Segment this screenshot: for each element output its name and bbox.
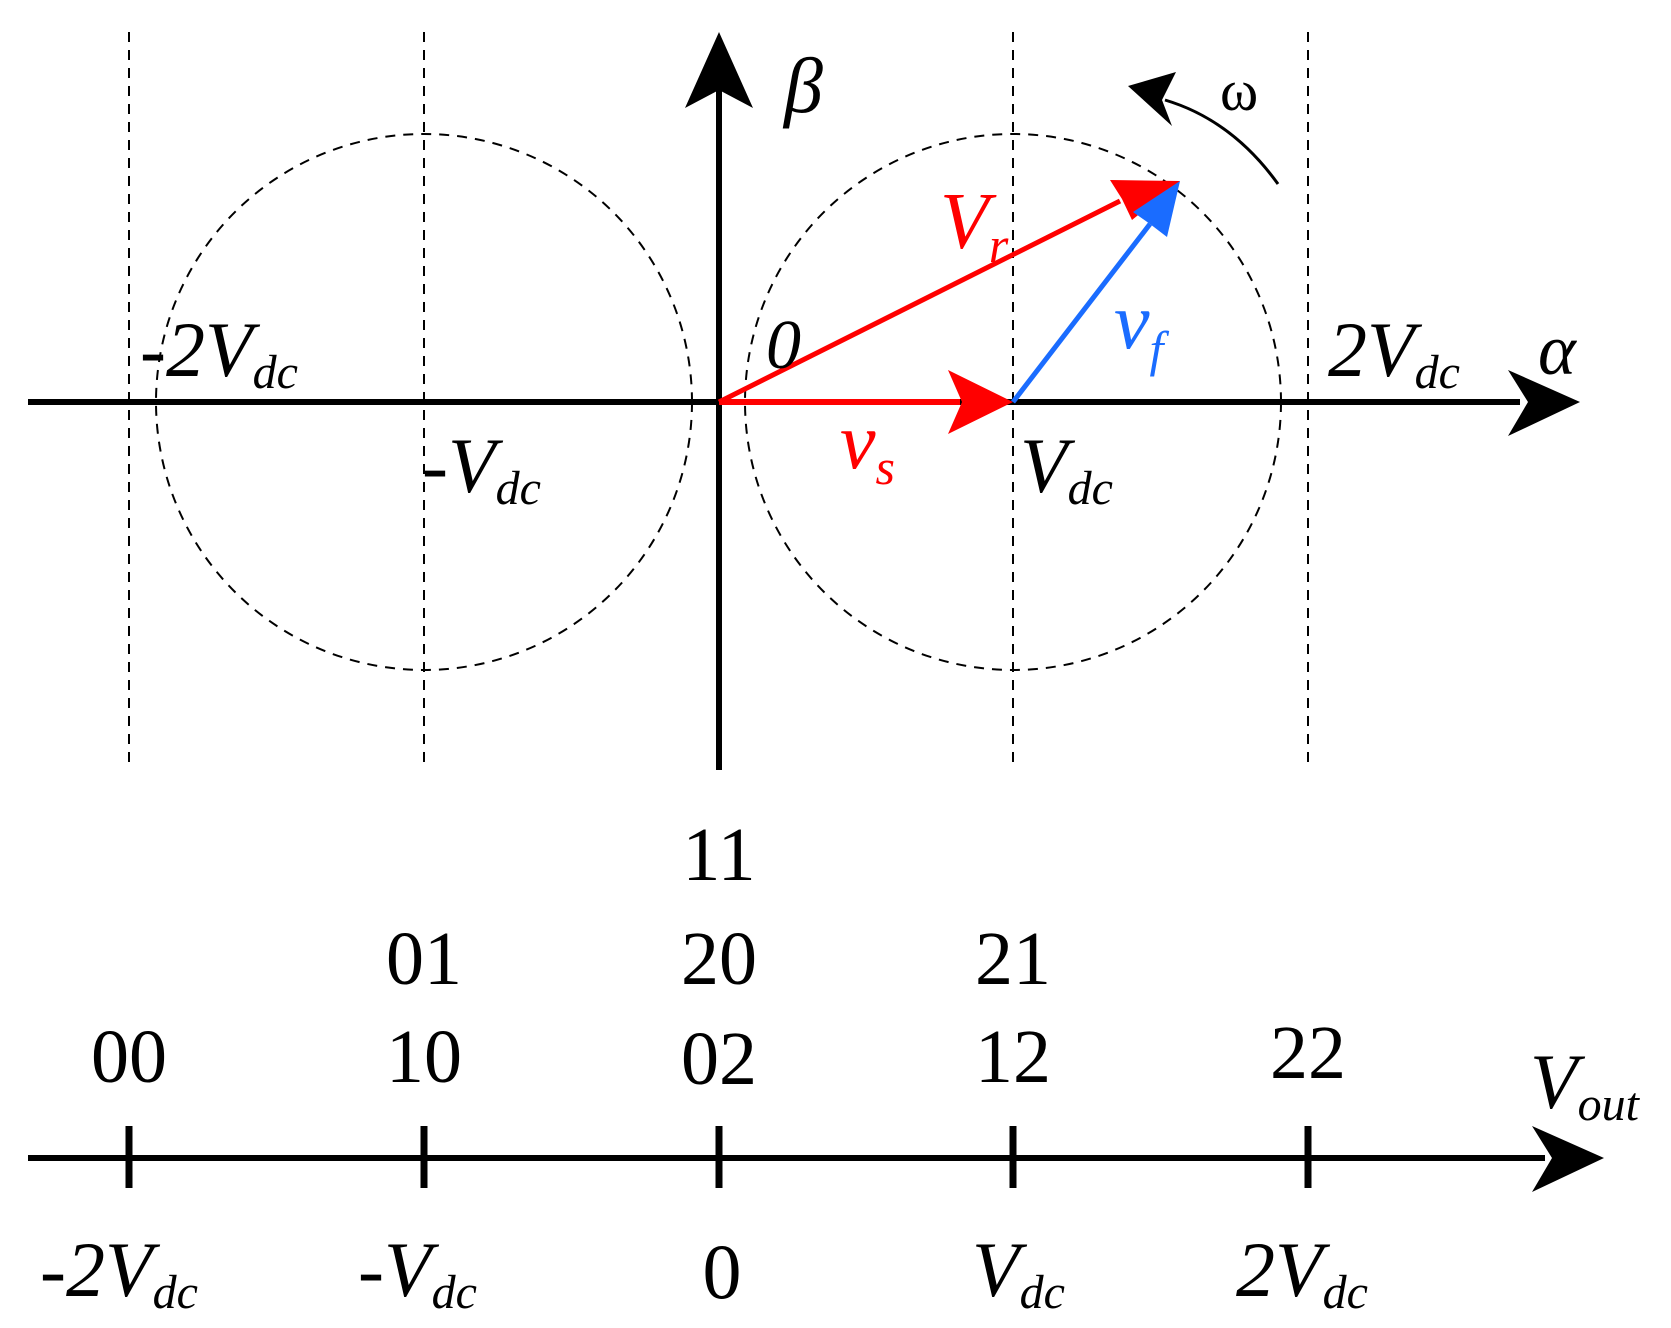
state-col-pos1-row2: 21 — [975, 917, 1051, 1001]
vr-arrowhead — [1110, 180, 1180, 220]
vout-tick-label-neg1: -Vdc — [358, 1226, 477, 1319]
origin-label: 0 — [766, 307, 801, 384]
vr-vector — [717, 198, 1122, 405]
vout-tick-label-zero: 0 — [703, 1228, 742, 1315]
state-col-neg1-row3: 10 — [386, 1015, 462, 1099]
vf-arrowhead — [1133, 181, 1180, 237]
beta-label: β — [782, 42, 823, 129]
vout-tick-label-pos1: Vdc — [972, 1226, 1065, 1319]
state-col-zero-row3: 02 — [681, 1017, 757, 1101]
phasor-tick-pos1: Vdc — [1020, 422, 1113, 515]
omega-label: ω — [1220, 58, 1258, 123]
vs-arrowhead — [948, 370, 1013, 434]
phasor-tick-neg1: -Vdc — [422, 422, 541, 515]
alpha-axis-arrowhead — [1508, 370, 1580, 436]
state-col-zero-row1: 11 — [682, 813, 755, 897]
vf-label: vf — [1114, 278, 1170, 377]
state-col-zero-row2: 20 — [681, 917, 757, 1001]
vs-label: vs — [840, 398, 895, 495]
state-col-pos2-row3: 22 — [1270, 1011, 1346, 1095]
beta-axis-arrowhead — [685, 32, 753, 108]
vr-label: Vr — [940, 178, 1009, 273]
state-col-neg1-row2: 01 — [386, 917, 462, 1001]
vout-label: Vout — [1530, 1038, 1641, 1131]
state-col-pos1-row3: 12 — [975, 1015, 1051, 1099]
vout-tick-label-neg2: -2Vdc — [40, 1226, 198, 1319]
vout-tick-label-pos2: 2Vdc — [1236, 1226, 1368, 1319]
omega-rotation-arc — [1164, 98, 1280, 185]
phasor-tick-neg2: -2Vdc — [140, 306, 298, 399]
phasor-tick-pos2: 2Vdc — [1328, 306, 1460, 399]
vout-axis-arrowhead — [1532, 1126, 1604, 1192]
omega-arrowhead — [1128, 72, 1176, 126]
state-col-neg2-row3: 00 — [91, 1015, 167, 1099]
vf-vector — [1011, 222, 1152, 404]
alpha-label: α — [1538, 310, 1577, 390]
